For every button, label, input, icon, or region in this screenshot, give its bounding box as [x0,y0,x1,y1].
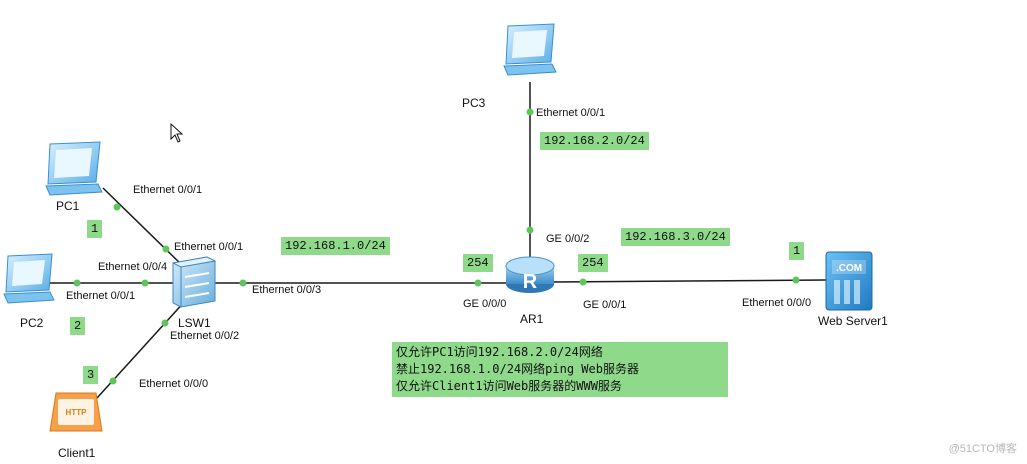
port-dot-lsw1-eth4 [141,279,149,287]
tag-network-192-168-1: 192.168.1.0/24 [281,237,390,255]
port-label-lsw1-eth3: Ethernet 0/0/3 [252,284,322,296]
port-dot-ar1-ge000 [474,279,482,287]
tag-pc2-number: 2 [70,317,86,335]
port-label-client1: Ethernet 0/0/0 [139,378,209,390]
web-server-badge: .COM [836,263,862,274]
tag-ar1-right-254: 254 [578,254,608,272]
client-badge: HTTP [66,408,88,417]
port-label-lsw1-eth2: Ethernet 0/0/2 [170,330,240,342]
port-label-pc3: Ethernet 0/0/1 [536,107,606,119]
ar1-router-icon[interactable]: R [505,256,555,293]
svg-text:R: R [523,271,538,293]
client1-icon[interactable]: HTTP [49,392,103,432]
note-line-1: 仅允许PC1访问192.168.2.0/24网络 [396,345,603,359]
port-label-lsw1-eth1: Ethernet 0/0/1 [174,241,244,253]
web-server-icon[interactable]: .COM [825,251,873,311]
link-pc1-lsw1 [102,187,186,269]
pc3-icon[interactable] [503,23,557,76]
port-label-pc2: Ethernet 0/0/1 [66,290,136,302]
pc3-label: PC3 [462,96,486,110]
port-label-ar1-ge000: GE 0/0/0 [463,298,507,310]
port-dot-lsw1-eth2 [161,319,169,327]
lsw1-switch-icon[interactable] [171,256,217,308]
ar1-label: AR1 [520,312,544,326]
client1-label: Client1 [58,446,96,460]
tag-client1-number: 3 [83,366,99,384]
mouse-cursor-icon [170,123,184,143]
port-dot-ar1-ge002 [526,226,534,234]
pc1-icon[interactable] [45,141,103,196]
port-dot-lsw1-eth1 [162,245,170,253]
lsw1-label: LSW1 [178,316,211,330]
port-label-ar1-ge001: GE 0/0/1 [583,299,627,311]
port-dot-client1 [109,377,117,385]
port-dot-lsw1-eth3 [239,279,247,287]
pc1-label: PC1 [56,199,80,213]
pc2-icon[interactable] [3,253,55,304]
tag-network-192-168-3: 192.168.3.0/24 [621,228,730,246]
port-label-ar1-ge002: GE 0/0/2 [546,233,590,245]
tag-pc1-number: 1 [87,220,103,238]
note-line-3: 仅允许Client1访问Web服务器的WWW服务 [396,379,622,393]
port-dot-pc1 [113,203,121,211]
acl-requirements-note: 仅允许PC1访问192.168.2.0/24网络 禁止192.168.1.0/2… [392,342,728,397]
port-label-web: Ethernet 0/0/0 [742,297,812,309]
note-line-2: 禁止192.168.1.0/24网络ping Web服务器 [396,362,639,376]
web-server1-label: Web Server1 [818,314,888,328]
port-label-lsw1-eth4: Ethernet 0/0/4 [98,261,168,273]
tag-web-number: 1 [789,242,805,260]
link-ar1-web [552,279,827,283]
pc2-label: PC2 [20,316,44,330]
watermark: @51CTO博客 [948,443,1017,455]
port-dot-ar1-ge001 [579,278,587,286]
port-dot-pc2 [73,279,81,287]
port-label-pc1: Ethernet 0/0/1 [133,184,203,196]
port-dot-web [792,276,800,284]
tag-ar1-left-254: 254 [463,254,493,272]
port-dot-pc3 [526,108,534,116]
tag-network-192-168-2: 192.168.2.0/24 [540,132,649,150]
